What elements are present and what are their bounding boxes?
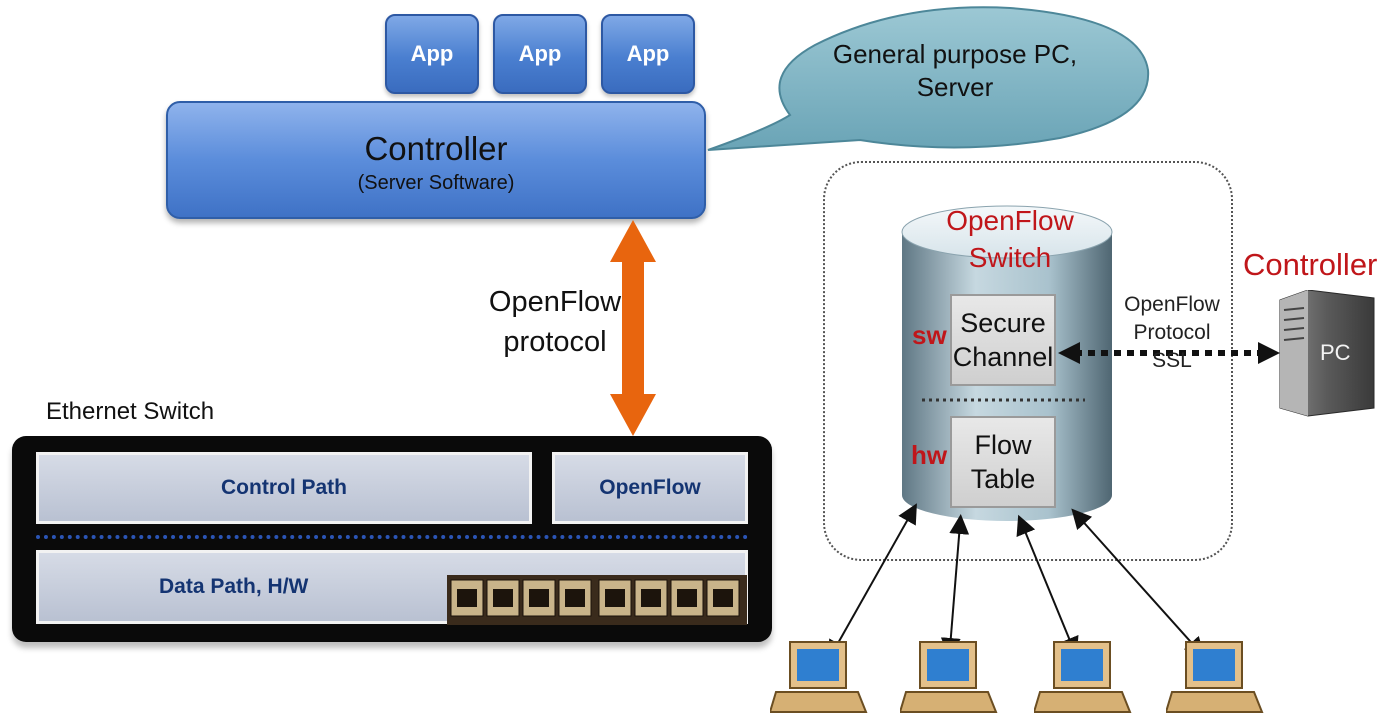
ethernet-ports-icon <box>447 575 747 625</box>
controller-subtitle: (Server Software) <box>357 172 515 194</box>
control-path-panel: Control Path <box>36 452 532 524</box>
openflow-protocol-line-2: protocol <box>503 326 607 358</box>
data-path-label: Data Path, H/W <box>159 575 309 598</box>
openflow-switch-line-2: Switch <box>968 242 1052 273</box>
pc-label: PC <box>1320 340 1351 365</box>
openflow-protocol-line-1: OpenFlow <box>488 286 622 318</box>
bubble-line-2: Server <box>916 72 994 102</box>
right-protocol-label: OpenFlow Protocol SSL <box>1112 291 1232 375</box>
app-box-1: App <box>385 14 479 94</box>
secure-channel-line-2: Channel <box>952 342 1054 372</box>
host-computer-icon-1 <box>770 641 868 713</box>
hw-label: hw <box>911 440 948 470</box>
host-computer-icon-2 <box>900 641 998 713</box>
openflow-switch-line-1: OpenFlow <box>946 205 1074 236</box>
host-computer-icon-3 <box>1034 641 1132 713</box>
openflow-protocol-label: OpenFlow protocol <box>470 282 640 362</box>
controller-title: Controller <box>364 130 508 167</box>
right-controller-title: Controller <box>1243 247 1378 282</box>
controller-box: Controller (Server Software) <box>166 101 706 219</box>
host-computer-icon-4 <box>1166 641 1264 713</box>
bubble-line-1: General purpose PC, <box>832 39 1078 69</box>
right-protocol-line-2: Protocol <box>1133 321 1211 344</box>
right-protocol-line-1: OpenFlow <box>1124 293 1220 316</box>
openflow-switch-title: OpenFlow Switch <box>930 202 1090 276</box>
flow-table-line-2: Table <box>970 464 1036 494</box>
pc-tower-icon <box>1279 290 1375 417</box>
ethernet-switch-title: Ethernet Switch <box>46 398 215 425</box>
openflow-panel: OpenFlow <box>552 452 748 524</box>
app-box-2: App <box>493 14 587 94</box>
app-box-3: App <box>601 14 695 94</box>
flow-table-line-1: Flow <box>974 430 1032 460</box>
secure-channel-line-1: Secure <box>960 308 1046 338</box>
switch-divider <box>36 535 748 539</box>
flow-table-box: Flow Table <box>950 416 1056 508</box>
bubble-text: General purpose PC, Server <box>790 38 1120 104</box>
secure-channel-box: Secure Channel <box>950 294 1056 386</box>
sw-label: sw <box>912 320 947 350</box>
right-protocol-line-3: SSL <box>1152 349 1192 372</box>
